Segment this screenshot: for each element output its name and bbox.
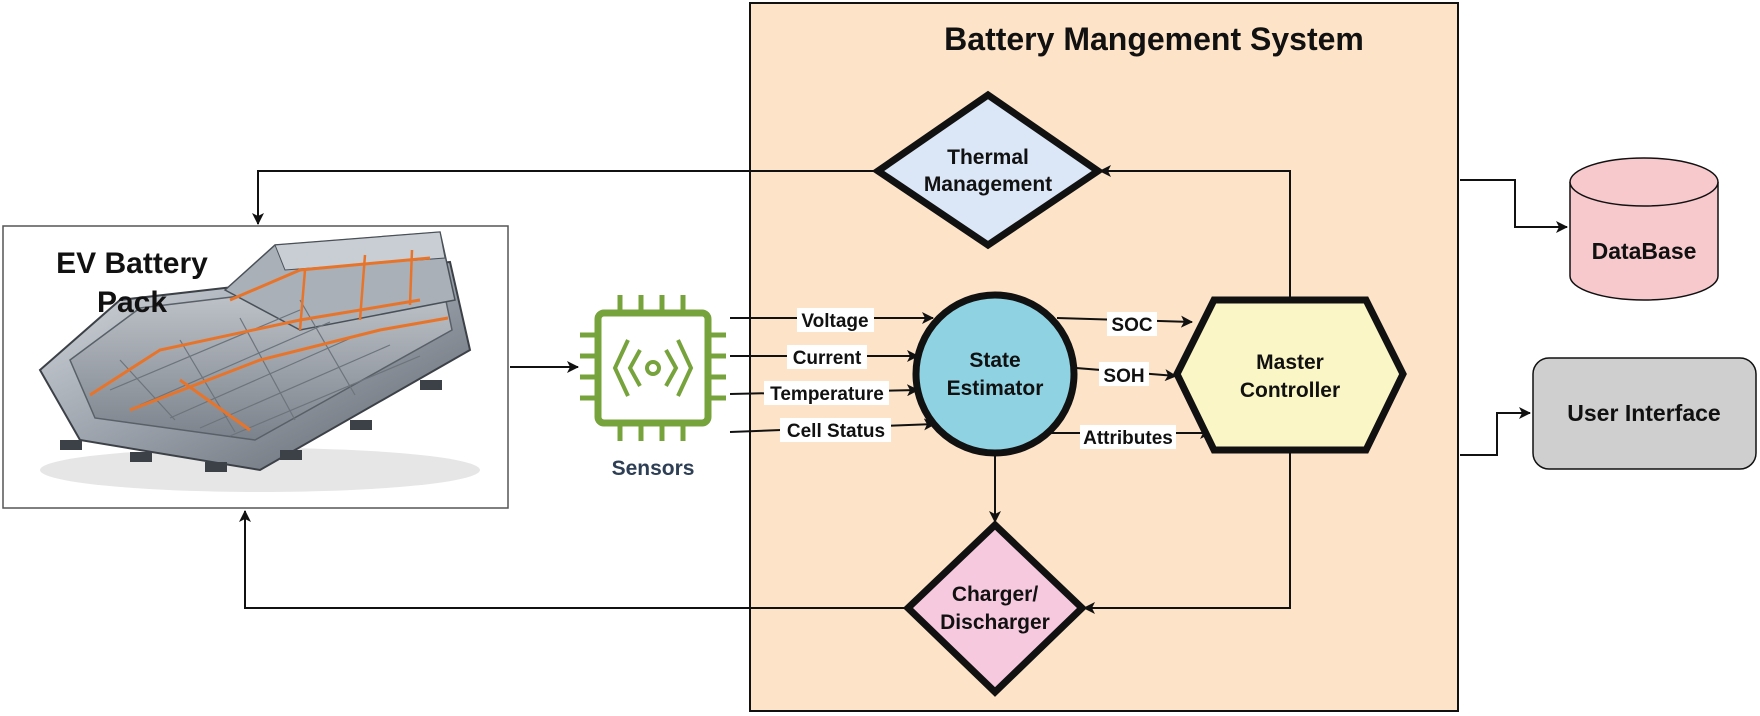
state-estimator-node: State Estimator [912, 291, 1078, 457]
chip-sensor-icon [580, 295, 726, 441]
arrow-thermal-to-pack [252, 170, 878, 225]
user-interface-label: User Interface [1567, 400, 1720, 426]
signal-label-voltage: Voltage [801, 311, 868, 332]
battery-pack-title-line2: Pack [97, 286, 167, 319]
arrow-charger-to-pack [239, 510, 908, 609]
signal-label-soh: SOH [1103, 366, 1144, 387]
signal-label-cell-status: Cell Status [787, 421, 885, 442]
thermal-management-node: Thermal Management [871, 90, 1105, 250]
battery-pack-panel: EV Battery Pack [2, 225, 509, 509]
bms-title: Battery Mangement System [944, 21, 1364, 57]
sensors-label: Sensors [612, 457, 695, 480]
state-estimator-line1: State [969, 349, 1020, 372]
master-controller-node: Master Controller [1173, 296, 1407, 454]
user-interface-node: User Interface [1532, 357, 1757, 470]
battery-pack-image [38, 231, 480, 492]
charger-line2: Discharger [940, 611, 1050, 634]
thermal-management-line1: Thermal [947, 146, 1029, 169]
signal-label-temperature: Temperature [770, 384, 884, 405]
database-node: DataBase [1569, 157, 1719, 301]
arrow-controller-to-thermal [1099, 165, 1291, 298]
battery-pack-title-line1: EV Battery [56, 247, 208, 280]
arrow-bms-to-user-interface [1460, 407, 1531, 456]
database-label: DataBase [1592, 238, 1697, 264]
thermal-management-line2: Management [924, 173, 1052, 196]
master-controller-line1: Master [1256, 351, 1324, 374]
master-controller-line2: Controller [1240, 379, 1340, 402]
charger-line1: Charger/ [952, 583, 1039, 606]
arrow-controller-to-charger [1083, 452, 1291, 614]
signal-label-attributes: Attributes [1083, 428, 1173, 449]
state-estimator-line2: Estimator [947, 377, 1044, 400]
signal-label-soc: SOC [1111, 315, 1152, 336]
arrow-bms-to-database [1460, 179, 1568, 233]
signal-label-current: Current [793, 348, 862, 369]
charger-discharger-node: Charger/ Discharger [902, 520, 1088, 697]
